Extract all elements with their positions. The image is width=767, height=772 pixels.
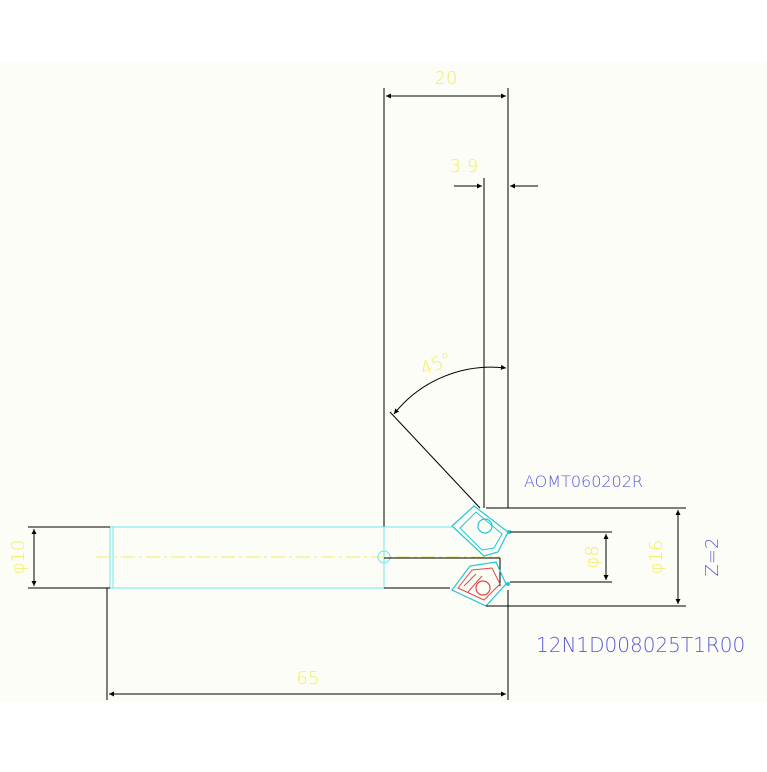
dimension-dia-8: φ8 [510, 531, 612, 583]
dimension-dia-16: φ16 [486, 507, 686, 607]
dim-65-label: 65 [297, 668, 320, 689]
tool-code-note: 12N1D008025T1R00 [536, 633, 745, 657]
insert-code-note: AOMT060202R [524, 472, 643, 491]
dimension-dia-10: φ10 [8, 526, 110, 589]
insert-lower [451, 561, 510, 607]
teeth-count-note: Z=2 [702, 538, 723, 577]
dim-3-9-label: 3.9 [450, 156, 479, 177]
tool-body [96, 526, 501, 589]
insert-upper [451, 505, 511, 557]
dimension-20: 20 [383, 68, 509, 528]
angle-45-dimension: 45° [389, 349, 507, 509]
dimension-65: 65 [106, 588, 509, 700]
dim-dia-10-label: φ10 [8, 540, 29, 575]
dimension-3-9: 3.9 [450, 156, 538, 508]
dim-dia-8-label: φ8 [582, 545, 603, 568]
dim-20-label: 20 [435, 68, 458, 89]
dim-dia-16-label: φ16 [646, 540, 667, 575]
